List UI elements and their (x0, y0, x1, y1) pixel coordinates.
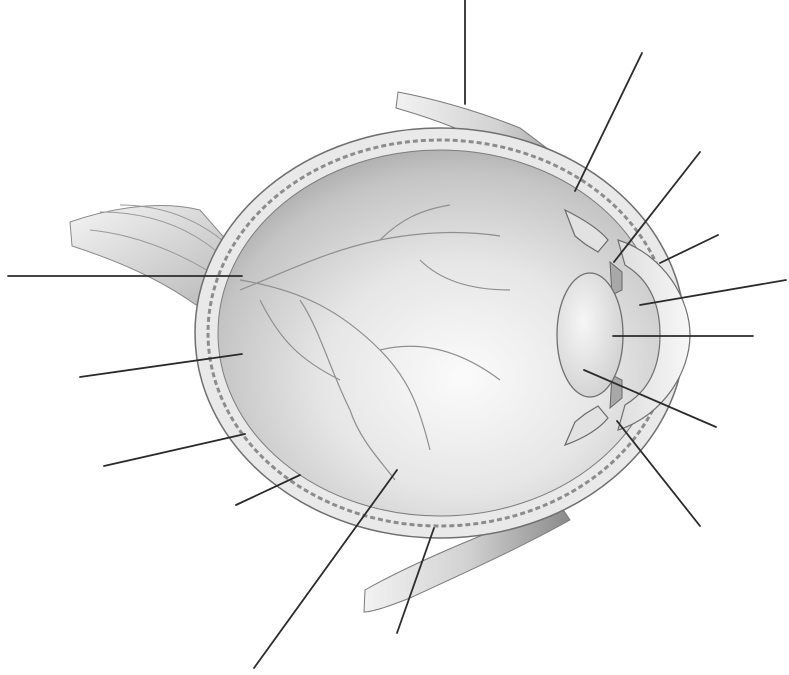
leader-line (660, 235, 718, 263)
leader-line (575, 53, 642, 191)
leader-line (104, 434, 245, 466)
leader-line (617, 421, 700, 526)
lens (557, 273, 623, 397)
